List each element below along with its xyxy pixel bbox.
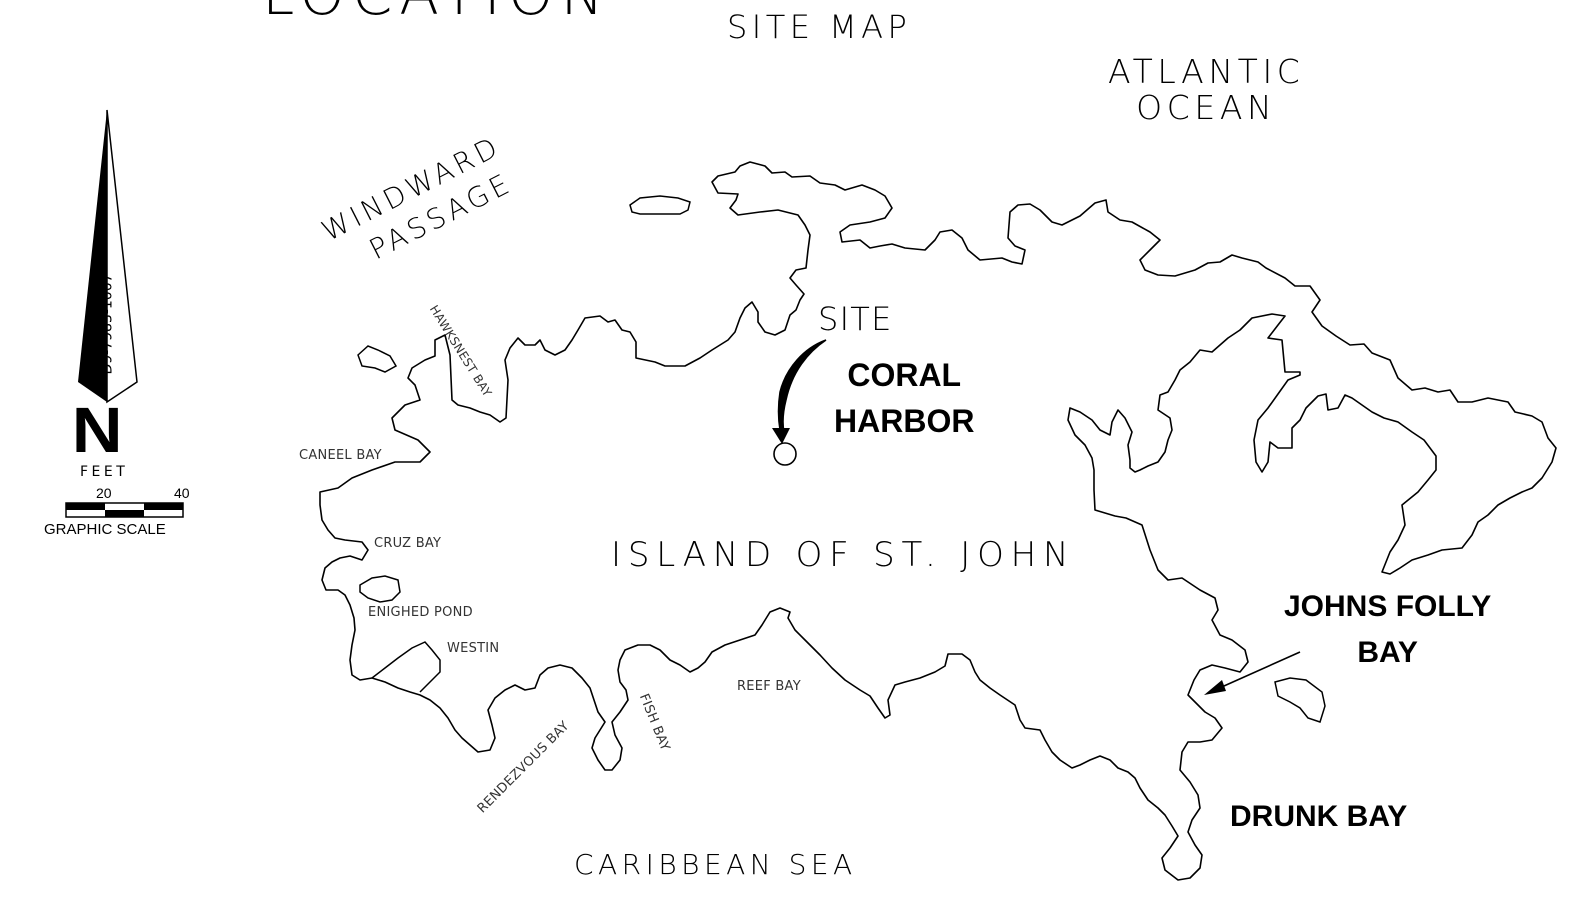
cruz-bay-label: CRUZ BAY bbox=[374, 536, 442, 551]
site-pointer-arrow bbox=[777, 339, 827, 434]
scale-unit: FEET bbox=[80, 464, 129, 480]
north-arrow bbox=[78, 109, 138, 404]
location-title: LOCATION bbox=[262, 0, 611, 28]
atlantic-line-2: OCEAN bbox=[1136, 88, 1277, 127]
graphic-scale-caption: GRAPHIC SCALE bbox=[44, 521, 166, 538]
johns-folly-leader bbox=[1214, 651, 1301, 691]
islet-north-west-bay bbox=[357, 345, 398, 373]
johns-folly-bay-label: JOHNS FOLLY BAY bbox=[1284, 584, 1491, 676]
site-label: SITE bbox=[818, 300, 893, 338]
johns-folly-leader-head bbox=[1204, 680, 1226, 695]
north-letter: N bbox=[71, 394, 123, 466]
caneel-bay-label: CANEEL BAY bbox=[299, 448, 382, 463]
island-name: ISLAND OF ST. JOHN bbox=[611, 535, 1076, 575]
harbor-line: HARBOR bbox=[834, 403, 975, 439]
reef-bay-label: REEF BAY bbox=[737, 679, 801, 694]
coral-harbor-label: CORAL HARBOR bbox=[834, 352, 974, 444]
islet-southeast bbox=[1274, 677, 1326, 723]
graphic-scale-bar bbox=[65, 502, 184, 518]
north-arrow-right-half bbox=[106, 109, 138, 404]
atlantic-line-1: ATLANTIC bbox=[1108, 52, 1305, 91]
westin-inlet-outline bbox=[371, 641, 441, 693]
site-marker-circle bbox=[773, 442, 797, 466]
johns-folly-line-1: JOHNS FOLLY bbox=[1284, 590, 1492, 623]
north-arrow-left-half bbox=[78, 110, 107, 402]
enighed-pond-label: ENIGHED POND bbox=[368, 605, 473, 620]
caribbean-sea-label: CARIBBEAN SEA bbox=[574, 848, 857, 881]
drawing-number: D9-7983-1007 bbox=[99, 273, 116, 375]
enighed-pond-outline bbox=[359, 575, 401, 603]
atlantic-ocean-label: ATLANTIC OCEAN bbox=[1108, 54, 1304, 126]
scale-tick-20: 20 bbox=[96, 485, 112, 501]
westin-label: WESTIN bbox=[447, 641, 500, 656]
islet-northwest bbox=[629, 195, 691, 215]
coral-line: CORAL bbox=[847, 357, 962, 393]
scale-tick-40: 40 bbox=[174, 485, 190, 501]
site-pointer-head bbox=[772, 428, 790, 444]
johns-folly-line-2: BAY bbox=[1357, 636, 1418, 669]
island-coastline bbox=[319, 161, 1557, 881]
site-map-title: SITE MAP bbox=[727, 8, 912, 46]
drunk-bay-label: DRUNK BAY bbox=[1230, 800, 1408, 833]
